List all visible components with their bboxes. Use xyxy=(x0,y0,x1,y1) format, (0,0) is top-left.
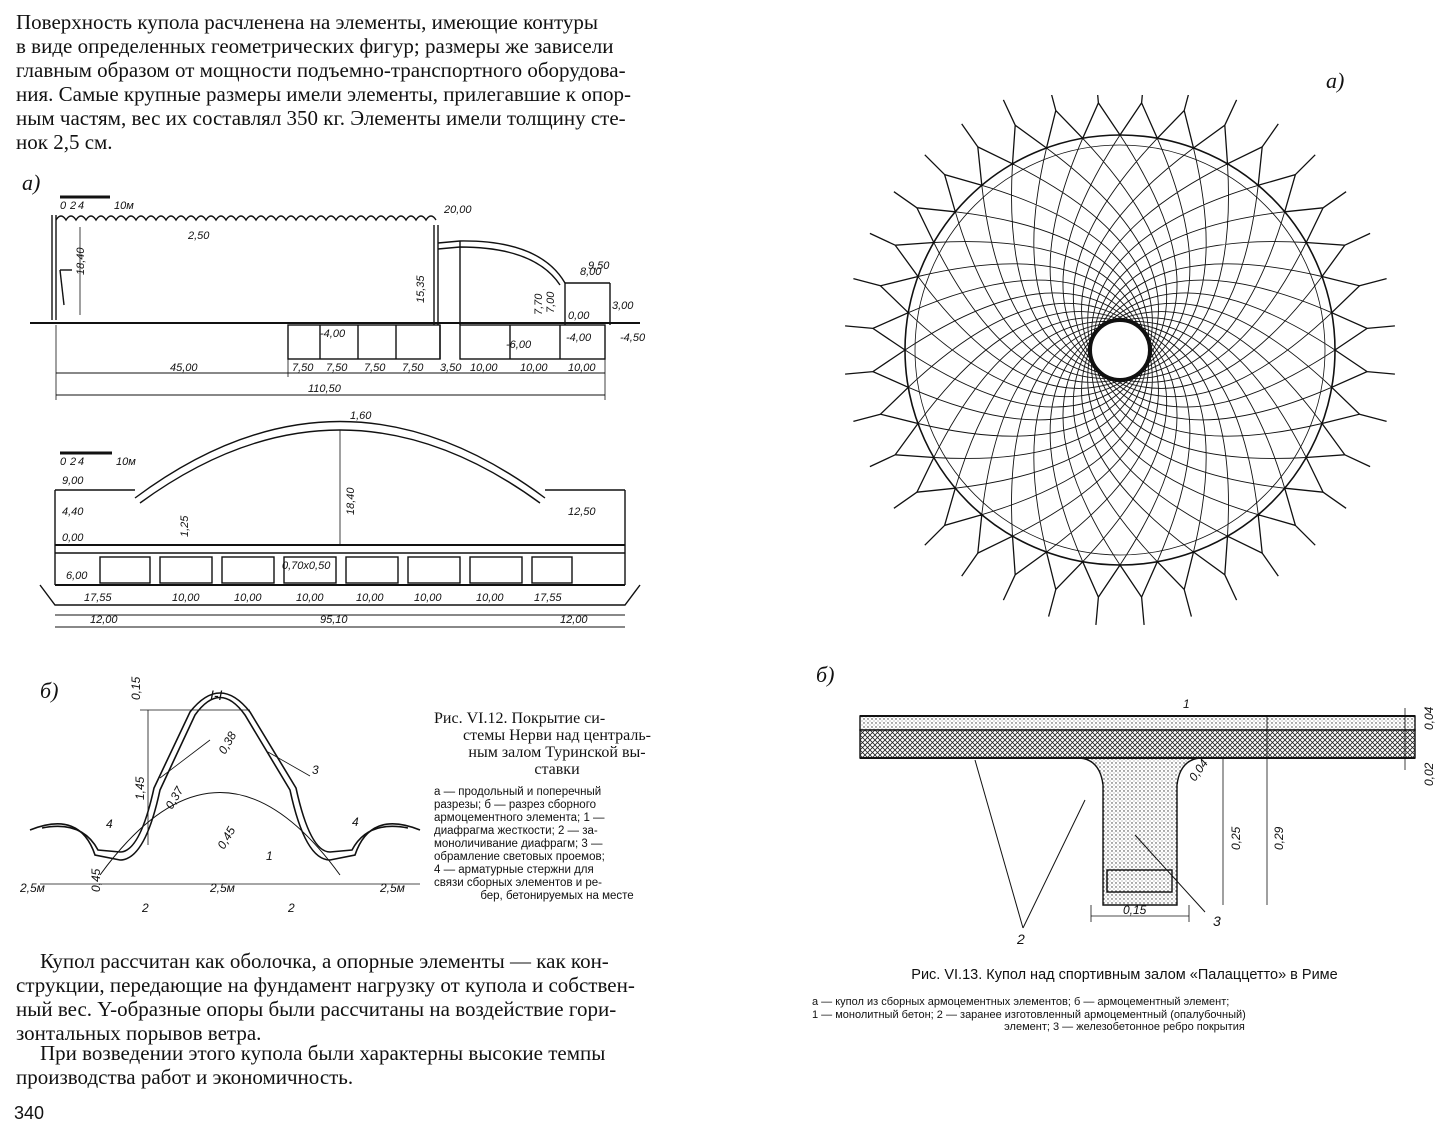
svg-text:7,00: 7,00 xyxy=(545,291,557,313)
svg-text:10,00: 10,00 xyxy=(296,592,324,604)
svg-text:0,45: 0,45 xyxy=(214,824,238,852)
svg-text:10,00: 10,00 xyxy=(356,592,384,604)
svg-text:10,00: 10,00 xyxy=(568,362,596,374)
fig12-label-b: б) xyxy=(40,678,59,703)
svg-text:4,40: 4,40 xyxy=(62,506,84,518)
svg-text:-6,00: -6,00 xyxy=(506,339,532,351)
fig12-sections-drawing: 0 2 4 10м 20,00 2,50 18,40 15,35 9,50 8,… xyxy=(30,195,646,628)
svg-text:-4,50: -4,50 xyxy=(620,332,646,344)
svg-text:12,50: 12,50 xyxy=(568,506,596,518)
fig12-caption-body: а — продольный и поперечный разрезы; б —… xyxy=(434,786,634,902)
svg-text:0,00: 0,00 xyxy=(568,310,590,322)
svg-text:-4,00: -4,00 xyxy=(320,328,346,340)
fig13-label-b: б) xyxy=(816,662,835,687)
fig13-dome-plan xyxy=(845,95,1395,625)
svg-text:2,5м: 2,5м xyxy=(209,881,235,895)
svg-text:0,04: 0,04 xyxy=(1422,706,1436,730)
svg-text:17,55: 17,55 xyxy=(534,592,562,604)
svg-text:10,00: 10,00 xyxy=(476,592,504,604)
top-paragraph: Поверхность купола расчленена на элемент… xyxy=(16,10,631,154)
svg-text:0: 0 xyxy=(60,456,67,468)
svg-text:7,50: 7,50 xyxy=(402,362,424,374)
svg-text:10,00: 10,00 xyxy=(520,362,548,374)
svg-text:12,00: 12,00 xyxy=(90,614,118,626)
svg-text:3,50: 3,50 xyxy=(440,362,462,374)
svg-text:-4,00: -4,00 xyxy=(566,332,592,344)
svg-text:2: 2 xyxy=(141,901,149,915)
svg-text:3: 3 xyxy=(1213,913,1221,929)
longitudinal-section xyxy=(30,195,640,400)
fig13-caption-title: Рис. VI.13. Купол над спортивным залом «… xyxy=(911,967,1338,983)
svg-text:15,35: 15,35 xyxy=(415,275,427,303)
svg-text:45,00: 45,00 xyxy=(170,362,198,374)
fig13-caption: Рис. VI.13. Купол над спортивным залом «… xyxy=(812,966,1437,1034)
svg-text:10м: 10м xyxy=(114,200,134,212)
svg-text:0,29: 0,29 xyxy=(1272,826,1286,850)
fig12-caption-title: Рис. VI.12. Покрытие си- стемы Нерви над… xyxy=(434,710,651,778)
svg-text:9,00: 9,00 xyxy=(62,475,84,487)
svg-text:2: 2 xyxy=(287,901,295,915)
svg-text:7,50: 7,50 xyxy=(326,362,348,374)
svg-text:1,60: 1,60 xyxy=(350,410,372,422)
svg-text:0,25: 0,25 xyxy=(1229,826,1243,850)
svg-text:4: 4 xyxy=(78,200,84,212)
svg-text:10,00: 10,00 xyxy=(414,592,442,604)
svg-text:1: 1 xyxy=(1183,697,1190,711)
svg-text:1,45: 1,45 xyxy=(133,776,147,800)
svg-text:I-I: I-I xyxy=(210,687,223,703)
svg-text:2,5м: 2,5м xyxy=(20,881,45,895)
longitudinal-section-labels: 0 2 4 10м 20,00 2,50 18,40 15,35 9,50 8,… xyxy=(60,200,646,395)
svg-text:10,00: 10,00 xyxy=(234,592,262,604)
svg-text:7,50: 7,50 xyxy=(364,362,386,374)
fig12-caption: Рис. VI.12. Покрытие си- стемы Нерви над… xyxy=(434,710,680,903)
svg-text:18,40: 18,40 xyxy=(75,247,87,275)
cross-section-labels: 0 2 4 10м 1,60 18,40 9,00 4,40 12,50 0,0… xyxy=(60,410,596,626)
svg-text:95,10: 95,10 xyxy=(320,614,348,626)
svg-text:18,40: 18,40 xyxy=(345,487,357,515)
fig12-element-drawing: 0,15 I-I 1,45 0,38 0,37 3 4 4 0,45 1 0,4… xyxy=(20,676,421,915)
fig13-rib-section: 1 0,04 0,04 0,02 0,25 0,29 0,15 2 3 xyxy=(859,697,1436,947)
svg-text:110,50: 110,50 xyxy=(308,383,342,395)
svg-text:0,15: 0,15 xyxy=(129,676,143,700)
scale-label: 0 xyxy=(60,200,67,212)
svg-text:6,00: 6,00 xyxy=(66,570,88,582)
svg-text:2: 2 xyxy=(69,456,76,468)
svg-text:0,37: 0,37 xyxy=(162,783,186,811)
svg-text:0,45: 0,45 xyxy=(89,868,103,892)
svg-text:9,50: 9,50 xyxy=(588,260,610,272)
svg-text:8,00: 8,00 xyxy=(580,266,602,278)
svg-text:7,50: 7,50 xyxy=(292,362,314,374)
fig13-label-a: а) xyxy=(1326,68,1345,93)
svg-text:2,5м: 2,5м xyxy=(379,881,405,895)
svg-text:3: 3 xyxy=(312,763,319,777)
svg-text:20,00: 20,00 xyxy=(443,204,472,216)
fig12-label-a: а) xyxy=(22,170,41,195)
svg-text:4: 4 xyxy=(352,815,359,829)
svg-text:4: 4 xyxy=(106,817,113,831)
svg-text:17,55: 17,55 xyxy=(84,592,112,604)
bottom-paragraph-1: Купол рассчитан как оболочка, а опорные … xyxy=(16,949,635,1045)
svg-text:10,00: 10,00 xyxy=(470,362,498,374)
svg-text:2: 2 xyxy=(1016,931,1025,947)
fig13-caption-body: а — купол из сборных армоцементных элеме… xyxy=(812,996,1246,1033)
cross-section xyxy=(39,420,641,628)
svg-text:10,00: 10,00 xyxy=(172,592,200,604)
svg-text:0,00: 0,00 xyxy=(62,532,84,544)
svg-text:1: 1 xyxy=(266,849,273,863)
svg-text:2: 2 xyxy=(69,200,76,212)
svg-text:0,38: 0,38 xyxy=(215,729,239,757)
page-number: 340 xyxy=(14,1103,45,1123)
svg-text:2,50: 2,50 xyxy=(187,230,210,242)
svg-text:0,70x0,50: 0,70x0,50 xyxy=(282,560,331,572)
bottom-paragraph-2: При возведении этого купола были характе… xyxy=(16,1041,606,1089)
svg-text:3,00: 3,00 xyxy=(612,300,634,312)
svg-text:0,02: 0,02 xyxy=(1422,762,1436,786)
svg-text:4: 4 xyxy=(78,456,84,468)
svg-text:10м: 10м xyxy=(116,456,136,468)
svg-text:12,00: 12,00 xyxy=(560,614,588,626)
svg-text:7,70: 7,70 xyxy=(533,293,545,315)
svg-text:0,15: 0,15 xyxy=(1123,903,1147,917)
svg-text:1,25: 1,25 xyxy=(179,515,191,537)
